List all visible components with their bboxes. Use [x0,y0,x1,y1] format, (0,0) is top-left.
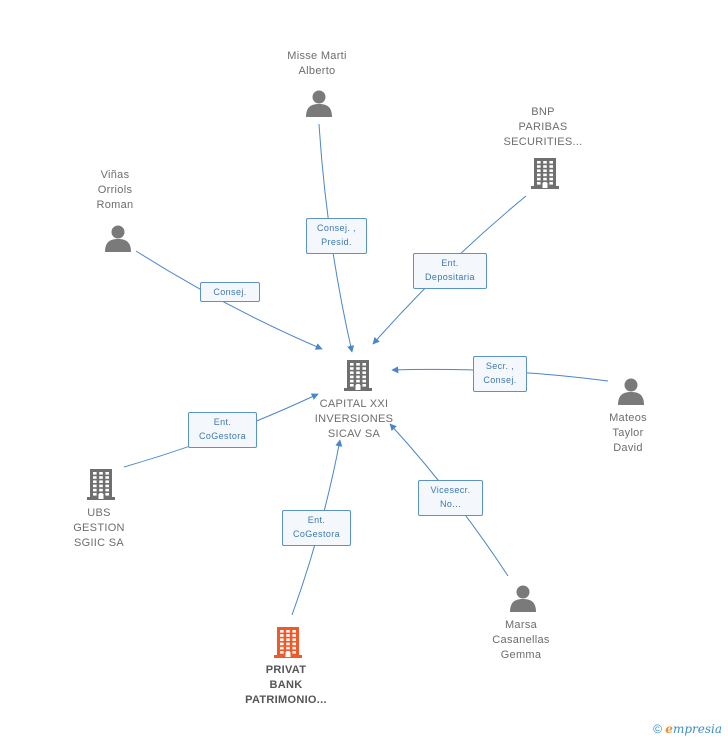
node-label-line: UBS [87,507,111,519]
node-label-line: Roman [96,199,134,211]
edge-label-vinas[interactable]: Consej. [200,282,260,302]
edge-label-misse[interactable]: Consej. , Presid. [306,218,367,254]
edge-label-line: Consej. [213,287,247,297]
edge-label-bnp[interactable]: Ent. Depositaria [413,253,487,289]
person-icon[interactable] [304,88,334,123]
edge-label-line: Vicesecr. [430,485,471,495]
node-label-capital[interactable]: CAPITAL XXI INVERSIONES SICAV SA [289,397,419,442]
edge-label-line: Consej. [483,375,517,385]
edge-label-line: Secr. , [485,361,515,371]
edge-label-line: Ent. [441,258,459,268]
edge-label-line: No... [439,499,461,509]
node-label-line: BANK [269,679,303,691]
edge-label-line: Ent. [213,417,232,427]
node-label-line: CAPITAL XXI [319,398,389,410]
edge-label-mateos[interactable]: Secr. , Consej. [473,356,527,392]
node-label-privat[interactable]: PRIVAT BANK PATRIMONIO... [221,663,351,708]
building-icon[interactable] [86,467,116,506]
node-label-line: SICAV SA [327,428,381,440]
edge-label-privat[interactable]: Ent. CoGestora [282,510,351,546]
edge-label-marsa[interactable]: Vicesecr. No... [418,480,483,516]
node-label-line: Casanellas [492,634,550,646]
edge-label-line: Presid. [321,237,352,247]
node-label-line: PARIBAS [518,121,568,133]
edge-vinas-to-capital [135,250,323,350]
node-label-line: Taylor [612,427,644,439]
edge-label-line: CoGestora [198,431,247,441]
edge-label-line: Consej. , [316,223,357,233]
node-label-line: Alberto [298,65,336,77]
copyright-symbol: © [653,722,662,736]
building-icon[interactable] [530,156,560,195]
edge-label-line: Depositaria [425,272,475,282]
edge-label-line: CoGestora [292,529,341,539]
node-label-line: Marsa [504,619,538,631]
node-label-line: Mateos [609,412,647,424]
node-label-line: Orriols [97,184,133,196]
node-label-line: Misse Marti [287,50,347,62]
edge-label-line: Ent. [307,515,326,525]
node-label-line: PATRIMONIO... [245,694,327,706]
node-label-line: PRIVAT [265,664,307,676]
node-label-ubs[interactable]: UBS GESTION SGIIC SA [34,506,164,551]
node-label-line: INVERSIONES [314,413,394,425]
brand-name: empresia [665,722,722,736]
node-label-line: David [613,442,643,454]
person-icon[interactable] [508,583,538,618]
node-label-line: SGIIC SA [73,537,125,549]
node-label-line: Gemma [500,649,542,661]
empresia-logo[interactable]: © empresia [653,722,722,736]
node-label-line: SECURITIES... [503,136,583,148]
person-icon[interactable] [103,223,133,258]
building-icon[interactable] [273,625,303,664]
node-label-bnp[interactable]: BNP PARIBAS SECURITIES... [478,105,608,150]
person-icon[interactable] [616,376,646,411]
node-label-line: GESTION [73,522,125,534]
node-label-line: BNP [531,106,555,118]
building-icon[interactable] [343,358,373,397]
node-label-line: Viñas [100,169,130,181]
edge-label-ubs[interactable]: Ent. CoGestora [188,412,257,448]
